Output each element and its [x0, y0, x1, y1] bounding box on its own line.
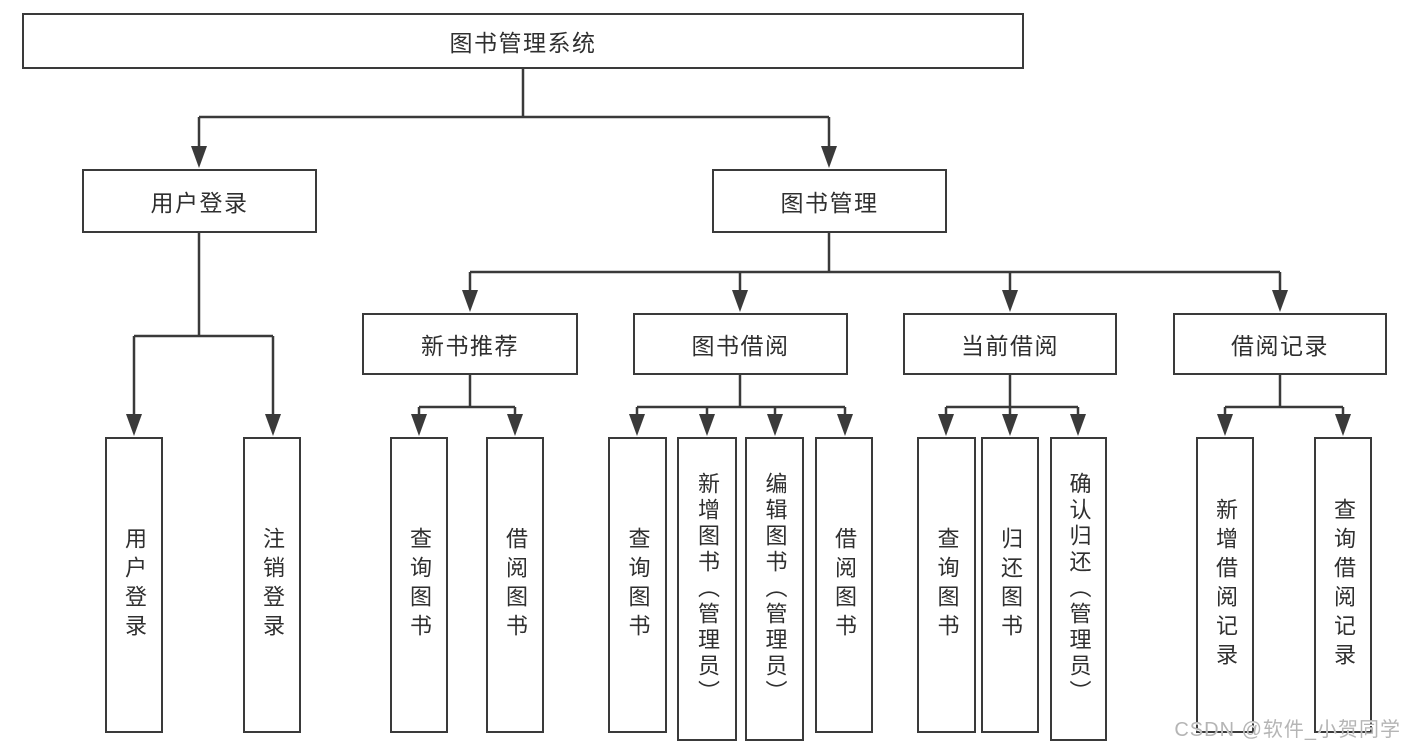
- leaf-return-book: 归还图书: [981, 437, 1039, 733]
- leaf-user-login: 用户登录: [105, 437, 163, 733]
- node-current-borrowing: 当前借阅: [903, 313, 1117, 375]
- leaf-query-borrow-record: 查询借阅记录: [1314, 437, 1372, 733]
- leaf-logout: 注销登录: [243, 437, 301, 733]
- node-user-login-branch: 用户登录: [82, 169, 317, 233]
- node-new-book-recommend: 新书推荐: [362, 313, 578, 375]
- node-library-system: 图书管理系统: [22, 13, 1024, 69]
- leaf-borrow-books-recommend: 借阅图书: [486, 437, 544, 733]
- leaf-add-book-admin: 新增图书（管理员）: [677, 437, 737, 741]
- leaf-borrow-books: 借阅图书: [815, 437, 873, 733]
- leaf-add-borrow-record: 新增借阅记录: [1196, 437, 1254, 733]
- node-borrowing-records: 借阅记录: [1173, 313, 1387, 375]
- leaf-confirm-return-admin: 确认归还（管理员）: [1050, 437, 1107, 741]
- leaf-edit-book-admin: 编辑图书（管理员）: [745, 437, 804, 741]
- arrowheads: [126, 146, 1351, 436]
- leaf-query-books-recommend: 查询图书: [390, 437, 448, 733]
- node-book-borrowing: 图书借阅: [633, 313, 848, 375]
- csdn-watermark: CSDN @软件_小贺同学: [1174, 719, 1401, 741]
- leaf-query-books-borrow: 查询图书: [608, 437, 667, 733]
- leaf-query-books-current: 查询图书: [917, 437, 976, 733]
- node-book-management-branch: 图书管理: [712, 169, 947, 233]
